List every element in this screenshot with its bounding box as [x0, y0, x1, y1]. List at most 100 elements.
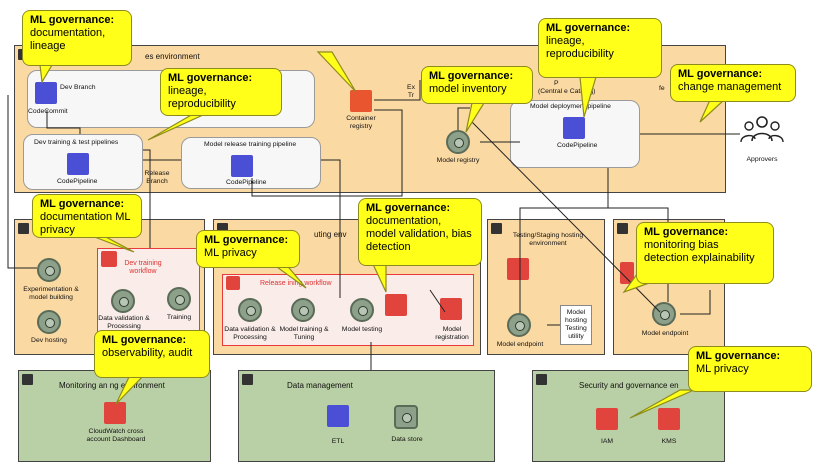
codepipeline-label: CodePipeline — [557, 142, 598, 149]
model-release-pipeline-label: Model release training pipeline — [204, 141, 297, 148]
exp-tracking-label: Ex Tr — [407, 84, 415, 99]
pr-label: P — [554, 80, 559, 87]
cloud-icon — [507, 258, 529, 280]
callout-title: ML governance: — [40, 198, 125, 210]
callout-model-validation: ML governance: documentation, model vali… — [358, 198, 482, 266]
model-deployment-pipeline-label: Model deployment pipeline — [530, 103, 611, 110]
lambda-icon — [440, 298, 462, 320]
workflow-icon — [226, 276, 240, 290]
callout-title: ML governance: — [204, 234, 289, 246]
callout-body: documentation ML privacy — [40, 211, 131, 236]
container-registry-icon — [350, 90, 372, 112]
release-training-workflow-label: Release ining workflow — [260, 280, 332, 287]
callout-title: ML governance: — [546, 22, 631, 34]
model-endpoint-label: Model endpoint — [496, 341, 544, 348]
etl-icon — [327, 405, 349, 427]
codepipeline-icon — [563, 117, 585, 139]
model-registry-icon — [446, 130, 470, 154]
env-label: Security and governance en — [579, 381, 679, 390]
codepipeline-icon — [231, 155, 253, 177]
callout-title: ML governance: — [168, 72, 253, 84]
callout-documentation-lineage: ML governance: documentation, lineage — [22, 10, 132, 66]
callout-title: ML governance: — [678, 68, 763, 80]
model-training-label: Model training & Tuning — [279, 326, 329, 341]
callout-title: ML governance: — [644, 226, 729, 238]
approvers-icon — [740, 116, 784, 143]
release-branch-label: Release Branch — [144, 170, 170, 185]
data-store-label: Data store — [391, 436, 423, 443]
experimentation-label: Experimentation & model building — [23, 286, 79, 301]
codepipeline-label: CodePipeline — [57, 178, 98, 185]
data-validation-icon — [238, 298, 262, 322]
etl-label: ETL — [331, 438, 345, 445]
callout-title: ML governance: — [30, 14, 115, 26]
model-testing-icon — [350, 298, 374, 322]
iam-label: IAM — [600, 438, 614, 445]
callout-body: change management — [678, 81, 782, 93]
callout-lineage-reproducibility-2: ML governance: lineage, reproducibility — [538, 18, 662, 78]
dev-training-workflow-label: Dev training workflow — [124, 260, 162, 275]
container-registry-label: Container registry — [346, 115, 376, 130]
callout-title: ML governance: — [102, 334, 187, 346]
data-validation-label: Data validation & Processing — [98, 315, 150, 330]
lambda-icon — [385, 294, 407, 316]
model-registry-label: Model registry — [436, 157, 480, 164]
env-label: uting env — [314, 230, 347, 239]
callout-body: ML privacy — [696, 363, 749, 375]
approvers-label: Approvers — [746, 156, 778, 163]
callout-observability-audit: ML governance: observability, audit — [94, 330, 210, 378]
codepipeline-icon — [67, 153, 89, 175]
env-tag-icon — [217, 223, 228, 234]
callout-body: model inventory — [429, 83, 507, 95]
dev-hosting-label: Dev hosting — [31, 337, 67, 344]
model-endpoint-icon — [652, 302, 676, 326]
callout-ml-privacy: ML governance: ML privacy — [196, 230, 300, 268]
data-management-environment: Data management — [238, 370, 495, 462]
callout-body: ML privacy — [204, 247, 257, 259]
dev-branch-label: Dev Branch — [60, 84, 96, 91]
model-training-icon — [291, 298, 315, 322]
callout-body: lineage, reproducibility — [168, 85, 236, 110]
env-tag-icon — [242, 374, 253, 385]
data-store-icon — [394, 405, 418, 429]
callout-documentation-ml-privacy: ML governance: documentation ML privacy — [32, 194, 142, 238]
data-validation-label: Data validation & Processing — [224, 326, 276, 341]
fe-label: fe — [659, 85, 665, 92]
env-tag-icon — [22, 374, 33, 385]
iam-icon — [596, 408, 618, 430]
codecommit-icon — [35, 82, 57, 104]
callout-lineage-reproducibility: ML governance: lineage, reproducibility — [160, 68, 282, 116]
testing-env-label: Testing/Staging hosting environment — [512, 232, 584, 247]
callout-ml-privacy-2: ML governance: ML privacy — [688, 346, 812, 392]
kms-icon — [658, 408, 680, 430]
callout-body: documentation, lineage — [30, 27, 106, 52]
training-icon — [167, 287, 191, 311]
workflow-icon — [101, 251, 117, 267]
env-tag-icon — [536, 374, 547, 385]
model-endpoint-icon — [507, 313, 531, 337]
dev-hosting-icon — [37, 310, 61, 334]
callout-change-management: ML governance: change management — [670, 64, 796, 102]
central-catalog-label: (Central e Catalog) — [538, 88, 596, 95]
callout-body: observability, audit — [102, 347, 193, 359]
env-label: es environment — [145, 52, 200, 61]
codecommit-label: CodeCommit — [28, 108, 68, 115]
env-tag-icon — [491, 223, 502, 234]
callout-body: monitoring bias detection explainability — [644, 239, 755, 264]
model-testing-label: Model testing — [341, 326, 383, 333]
cloudwatch-label: CloudWatch cross account Dashboard — [86, 428, 146, 443]
callout-monitoring-bias-explainability: ML governance: monitoring bias detection… — [636, 222, 774, 284]
env-label: Monitoring an ng environment — [59, 381, 165, 390]
kms-label: KMS — [661, 438, 677, 445]
model-endpoint-label: Model endpoint — [641, 330, 689, 337]
codepipeline-label: CodePipeline — [226, 179, 267, 186]
cloudwatch-icon — [104, 402, 126, 424]
callout-lineage-reproducibility — [272, 67, 326, 68]
data-validation-icon — [111, 289, 135, 313]
model-hosting-utility-label: Model hosting Testing utility — [565, 309, 587, 340]
training-label: Training — [166, 314, 192, 321]
experimentation-icon — [37, 258, 61, 282]
callout-title: ML governance: — [696, 350, 781, 362]
callout-model-inventory: ML governance: model inventory — [421, 66, 533, 104]
callout-body: documentation, model validation, bias de… — [366, 215, 472, 253]
